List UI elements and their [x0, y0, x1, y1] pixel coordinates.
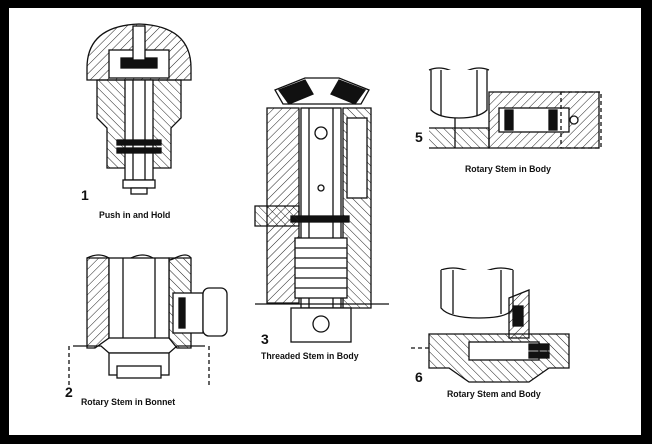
figure-1-number: 1 [81, 187, 89, 203]
figure-2-number: 2 [65, 384, 73, 400]
figure-3-drawing [254, 77, 389, 343]
figure-6-drawing [409, 267, 570, 383]
figure-3-caption: Threaded Stem in Body [261, 351, 359, 362]
figure-2-caption: Rotary Stem in Bonnet [81, 397, 176, 408]
figure-panel: 1 Push in and Hold 2 Rotary Stem in Bonn… [9, 8, 641, 435]
figure-5-number: 5 [415, 129, 423, 145]
figure-2-drawing [68, 254, 228, 388]
figure-6-caption: Rotary Stem and Body [447, 389, 541, 400]
figure-5-caption: Rotary Stem in Body [465, 164, 551, 175]
figure-3-number: 3 [261, 331, 269, 347]
figure-5-drawing [428, 67, 602, 149]
valve-stem-diagrams [68, 23, 602, 388]
figure-6-number: 6 [415, 369, 423, 385]
figure-1-caption: Push in and Hold [99, 210, 171, 221]
figure-1-drawing [86, 23, 192, 195]
